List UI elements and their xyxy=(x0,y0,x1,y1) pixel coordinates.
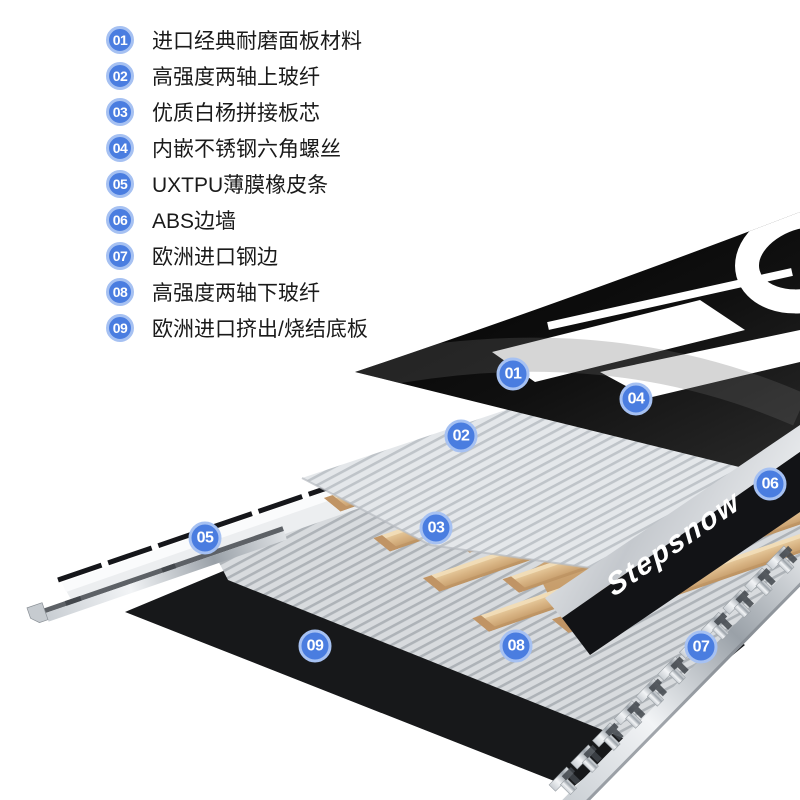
legend-label: 优质白杨拼接板芯 xyxy=(152,102,320,125)
diagram-badge-08: 08 xyxy=(499,629,533,663)
left-steel-edge xyxy=(26,526,287,623)
diagram-badge-03: 03 xyxy=(419,511,453,545)
diagram-badge-06: 06 xyxy=(753,467,787,501)
legend-badge: 02 xyxy=(106,62,134,90)
badge-number: 06 xyxy=(761,475,779,492)
legend-row-09: 09 欧洲进口挤出/烧结底板 xyxy=(106,310,368,346)
badge-number: 02 xyxy=(452,427,470,444)
layer-top-sheet-01 xyxy=(355,212,800,482)
badge-number: 09 xyxy=(306,637,324,654)
legend-row-03: 03 优质白杨拼接板芯 xyxy=(106,94,368,130)
legend-row-05: 05 UXTPU薄膜橡皮条 xyxy=(106,166,368,202)
diagram-badge-01: 01 xyxy=(496,357,530,391)
legend-label: UXTPU薄膜橡皮条 xyxy=(152,174,329,197)
legend-badge: 07 xyxy=(106,242,134,270)
legend-label: ABS边墙 xyxy=(152,210,237,233)
legend-label: 高强度两轴下玻纤 xyxy=(152,282,320,305)
legend-badge: 08 xyxy=(106,278,134,306)
badge-number: 01 xyxy=(504,365,522,382)
legend-label: 高强度两轴上玻纤 xyxy=(152,66,320,89)
legend-row-01: 01 进口经典耐磨面板材料 xyxy=(106,22,368,58)
legend-row-07: 07 欧洲进口钢边 xyxy=(106,238,368,274)
legend-row-04: 04 内嵌不锈钢六角螺丝 xyxy=(106,130,368,166)
diagram-badge-07: 07 xyxy=(684,630,718,664)
legend-row-06: 06 ABS边墙 xyxy=(106,202,368,238)
legend-row-08: 08 高强度两轴下玻纤 xyxy=(106,274,368,310)
materials-legend: 01 进口经典耐磨面板材料 02 高强度两轴上玻纤 03 优质白杨拼接板芯 04… xyxy=(106,22,368,346)
legend-badge: 09 xyxy=(106,314,134,342)
badge-number: 05 xyxy=(196,529,214,546)
badge-number: 08 xyxy=(507,637,525,654)
legend-badge: 06 xyxy=(106,206,134,234)
legend-label: 内嵌不锈钢六角螺丝 xyxy=(152,138,341,161)
diagram-badge-09: 09 xyxy=(298,629,332,663)
diagram-badge-05: 05 xyxy=(188,521,222,555)
legend-badge: 03 xyxy=(106,98,134,126)
badge-number: 04 xyxy=(627,390,645,407)
diagram-badge-04: 04 xyxy=(619,382,653,416)
legend-label: 进口经典耐磨面板材料 xyxy=(152,30,362,53)
legend-row-02: 02 高强度两轴上玻纤 xyxy=(106,58,368,94)
badge-number: 03 xyxy=(427,519,445,536)
legend-label: 欧洲进口挤出/烧结底板 xyxy=(152,318,368,341)
legend-label: 欧洲进口钢边 xyxy=(152,246,278,269)
legend-badge: 01 xyxy=(106,26,134,54)
badge-number: 07 xyxy=(692,638,710,655)
top-sheet-reflection xyxy=(355,337,800,426)
diagram-badge-02: 02 xyxy=(444,419,478,453)
legend-badge: 04 xyxy=(106,134,134,162)
rail-top-surface xyxy=(545,425,800,618)
rail-black-face xyxy=(562,452,800,655)
top-sheet-logo-glyphs xyxy=(492,212,800,398)
steel-edge-07 xyxy=(548,543,800,800)
legend-badge: 05 xyxy=(106,170,134,198)
